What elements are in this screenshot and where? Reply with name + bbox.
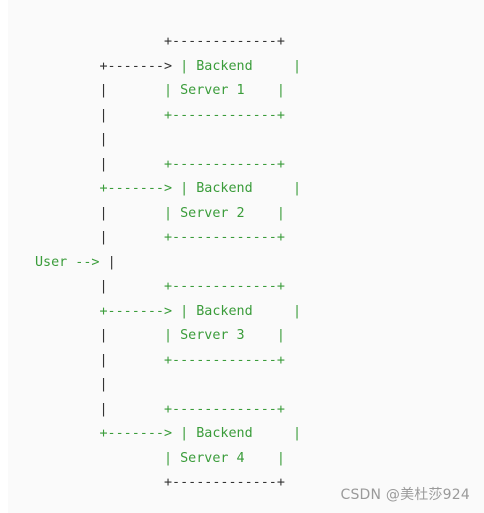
ascii-diagram: +-------------+ +-------> | Backend | | …: [35, 30, 301, 496]
diagram-line: | +-------------+: [35, 349, 301, 374]
diagram-text: +-------------+: [164, 352, 285, 368]
diagram-text: +-------------+: [164, 279, 285, 294]
diagram-text: | Backend |: [180, 303, 302, 319]
diagram-text: | Backend |: [180, 181, 302, 196]
diagram-text: |: [35, 279, 164, 294]
diagram-text: +------->: [35, 303, 181, 319]
code-block: +-------------+ +-------> | Backend | | …: [8, 0, 484, 513]
diagram-line: User --> |: [35, 251, 301, 276]
diagram-text: |: [35, 132, 108, 147]
diagram-line: +-------> | Backend |: [35, 300, 301, 325]
diagram-text: |: [35, 401, 164, 417]
diagram-line: | +-------------+: [35, 398, 301, 423]
diagram-text: | Server 4 |: [164, 450, 285, 466]
diagram-text: | Server 2 |: [164, 205, 285, 221]
diagram-line: +-------------+: [35, 30, 301, 55]
diagram-text: +-------------+: [164, 230, 285, 245]
diagram-line: | Server 4 |: [35, 447, 301, 472]
diagram-text: |: [35, 205, 164, 221]
diagram-text: |: [35, 352, 164, 368]
diagram-text: | Server 3 |: [164, 328, 285, 343]
diagram-text: [35, 34, 164, 49]
diagram-text: |: [35, 83, 164, 98]
diagram-line: | | Server 3 |: [35, 324, 301, 349]
diagram-line: | +-------------+: [35, 153, 301, 178]
diagram-text: +------->: [35, 426, 181, 441]
diagram-text: [35, 475, 164, 490]
diagram-line: | +-------------+: [35, 104, 301, 129]
diagram-text: +-------------+: [164, 34, 285, 49]
diagram-line: | | Server 2 |: [35, 202, 301, 227]
diagram-text: +------->: [35, 58, 181, 74]
diagram-line: +-------> | Backend |: [35, 422, 301, 447]
diagram-text: +------->: [35, 181, 181, 196]
diagram-text: +-------------+: [164, 107, 285, 123]
diagram-text: +-------------+: [164, 401, 285, 417]
diagram-line: +-------> | Backend |: [35, 55, 301, 80]
diagram-text: |: [35, 107, 164, 123]
diagram-text: |: [107, 254, 116, 270]
diagram-text: |: [35, 328, 164, 343]
diagram-text: | Server 1 |: [164, 83, 285, 98]
diagram-text: | Backend |: [180, 58, 302, 74]
diagram-line: | | Server 1 |: [35, 79, 301, 104]
diagram-text: +-------------+: [164, 156, 285, 172]
diagram-text: |: [35, 377, 108, 392]
diagram-text: [35, 451, 164, 466]
diagram-line: +-------------+: [35, 471, 301, 496]
diagram-text: +-------------+: [164, 475, 285, 490]
diagram-line: | +-------------+: [35, 275, 301, 300]
diagram-line: | +-------------+: [35, 226, 301, 251]
diagram-text: |: [35, 156, 164, 172]
diagram-text: User -->: [35, 254, 108, 270]
diagram-line: +-------> | Backend |: [35, 177, 301, 202]
diagram-line: |: [35, 128, 301, 153]
diagram-text: |: [35, 230, 164, 245]
diagram-text: | Backend |: [180, 426, 302, 441]
diagram-line: |: [35, 373, 301, 398]
watermark: CSDN @美杜莎924: [340, 487, 470, 503]
